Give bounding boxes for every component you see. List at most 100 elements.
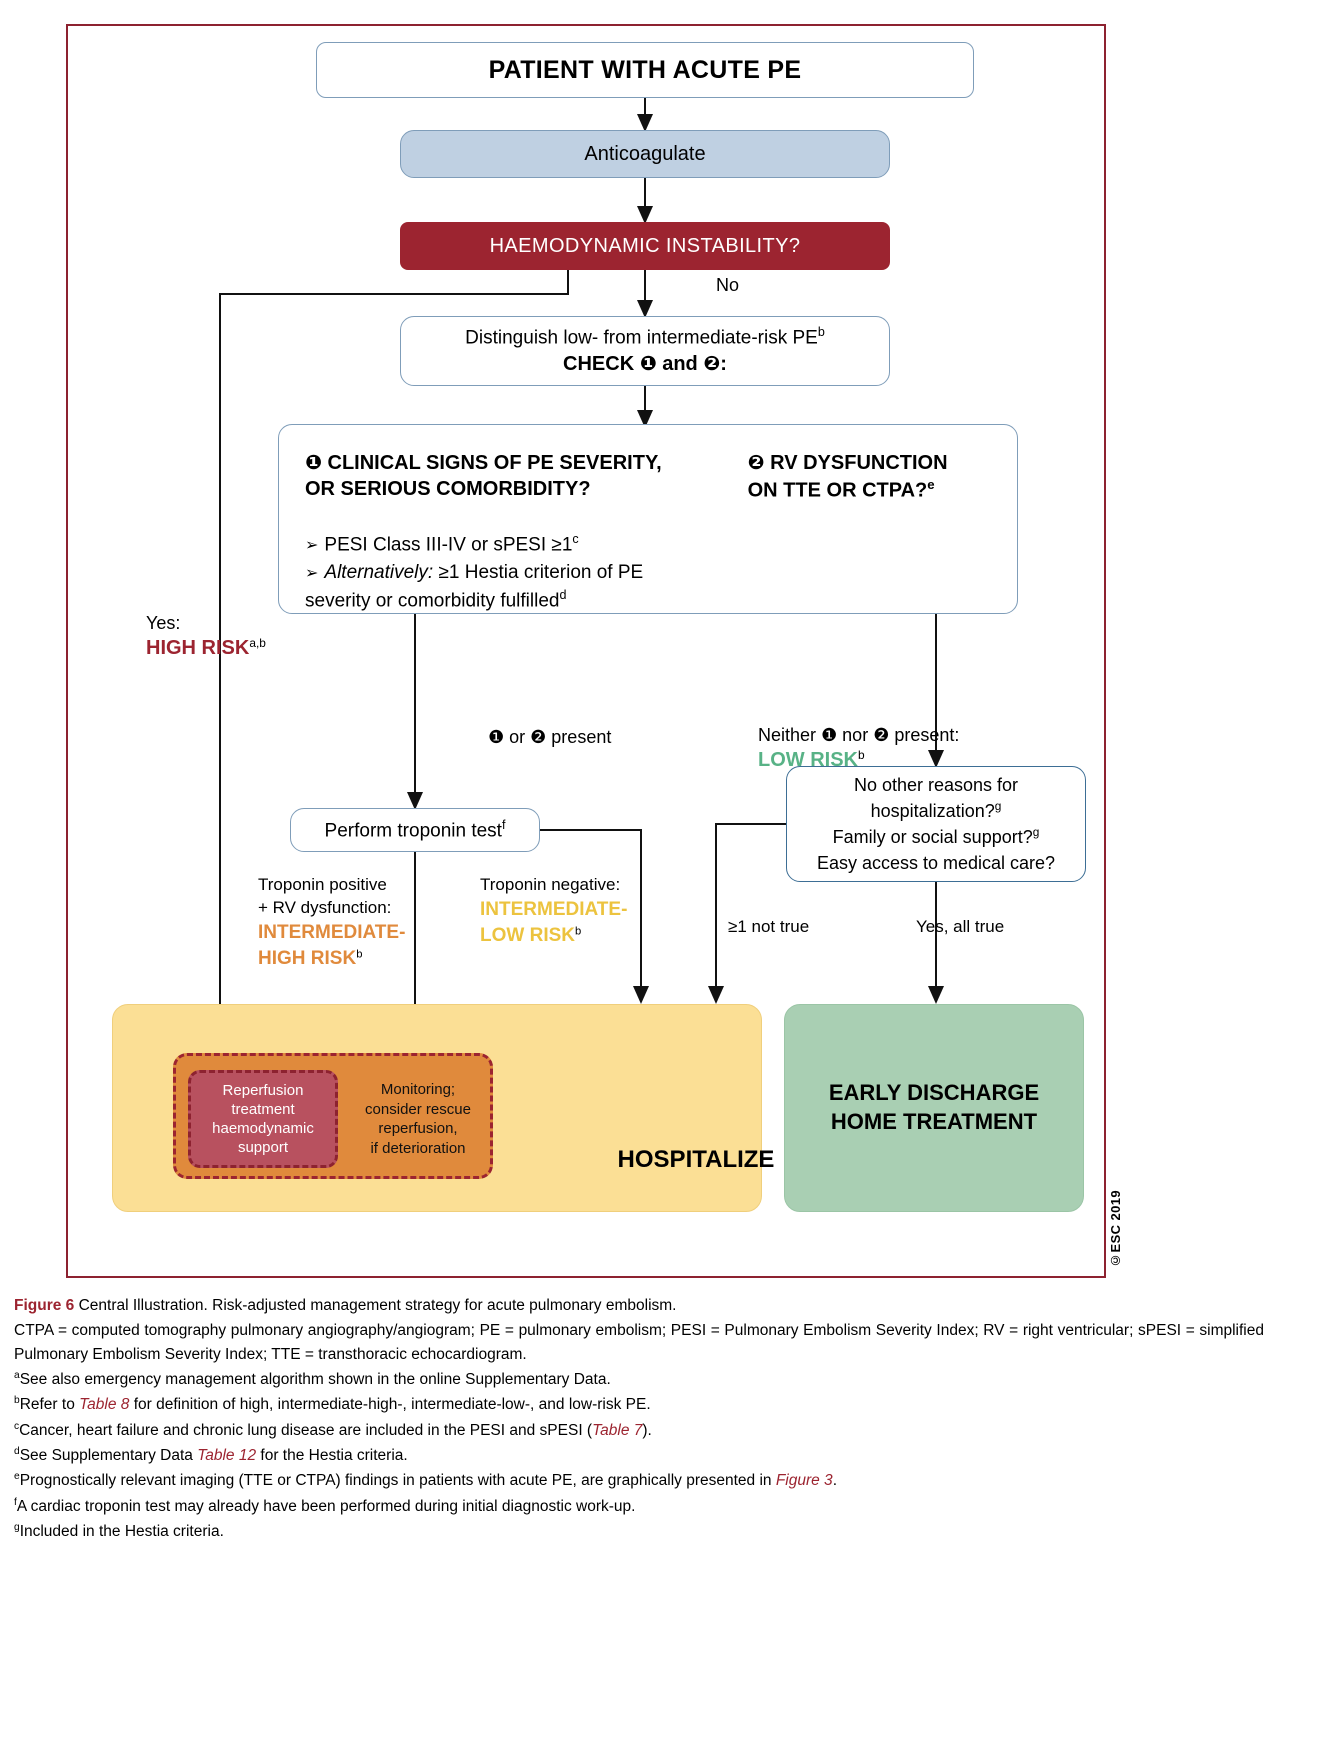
check-conjunction: and	[656, 353, 704, 376]
footnote-f-text: A cardiac troponin test may already have…	[16, 1497, 636, 1515]
outcome-intermediate-group: Reperfusion treatment haemodynamic suppo…	[173, 1053, 774, 1179]
neither-mid: nor	[837, 725, 874, 745]
footnote-g: gIncluded in the Hestia criteria.	[14, 1520, 1264, 1543]
low-risk-superscript: b	[858, 748, 865, 763]
intermediate-high-superscript: b	[356, 947, 363, 960]
bullet-hestia-line2-text: severity or comorbidity fulfilled	[305, 590, 560, 612]
noother-line3-superscript: g	[1032, 825, 1040, 839]
caption-abbreviations: CTPA = computed tomography pulmonary ang…	[14, 1319, 1264, 1366]
caption-abbrev-text: CTPA = computed tomography pulmonary ang…	[14, 1322, 1264, 1363]
footnote-a: aSee also emergency management algorithm…	[14, 1368, 1264, 1391]
flowchart-canvas: PATIENT WITH ACUTE PE Anticoagulate HAEM…	[68, 26, 1108, 1280]
noother-line3: Family or social support?g	[833, 824, 1040, 850]
troponin-label-wrap: Perform troponin testf	[325, 818, 506, 842]
criterion-two: ❷ RV DYSFUNCTION ON TTE OR CTPA?e	[748, 449, 991, 504]
all-true-text: Yes, all true	[916, 917, 1005, 936]
node-check-criteria[interactable]: ❶ CLINICAL SIGNS OF PE SEVERITY, OR SERI…	[278, 424, 1018, 614]
not-true-text: ≥1 not true	[728, 917, 810, 936]
edge-label-all-true: Yes, all true	[916, 916, 1004, 938]
node-no-other-reasons[interactable]: No other reasons for hospitalization?g F…	[786, 766, 1086, 882]
node-distinguish-risk[interactable]: Distinguish low- from intermediate-risk …	[400, 316, 890, 386]
outcome-monitoring: Monitoring; consider rescue reperfusion,…	[348, 1070, 488, 1168]
bullet-hestia-superscript: d	[559, 588, 567, 603]
footnote-c-ref: Table 7	[592, 1421, 643, 1439]
noother-line4-text: Easy access to medical care?	[816, 853, 1056, 874]
trop-pos-l2: + RV dysfunction:	[258, 897, 468, 920]
noother-line2: hospitalization?g	[871, 798, 1002, 824]
intermediate-high-l2-text: HIGH RISK	[258, 947, 357, 969]
high-risk-text: HIGH RISKa,b	[146, 635, 336, 661]
node-haemodynamic-instability[interactable]: HAEMODYNAMIC INSTABILITY?	[400, 222, 890, 270]
criterion-two-line2: ON TTE OR CTPA?	[747, 479, 928, 502]
criterion-one-line2: OR SERIOUS COMORBIDITY?	[305, 478, 591, 500]
intermediate-high-l1-text: INTERMEDIATE-	[258, 921, 406, 943]
footnote-d-post: for the Hestia criteria.	[256, 1447, 408, 1465]
reperfusion-l1: Reperfusion	[222, 1081, 304, 1099]
distinguish-line1-superscript: b	[817, 324, 825, 339]
marker-one-icon: ❶	[639, 351, 657, 376]
distinguish-line2: CHECK ❶ and ❷:	[563, 350, 727, 378]
intermediate-low-l1: INTERMEDIATE-	[480, 897, 670, 923]
footnote-e-pre: Prognostically relevant imaging (TTE or …	[19, 1472, 776, 1490]
edge-label-troponin-positive: Troponin positive + RV dysfunction: INTE…	[258, 874, 468, 971]
intermediate-high-l1: INTERMEDIATE-	[258, 920, 468, 946]
bullet-arrow-icon: ➢	[305, 536, 319, 554]
node-haemodynamic-label: HAEMODYNAMIC INSTABILITY?	[489, 234, 801, 257]
trop-pos-l2-text: + RV dysfunction:	[258, 897, 392, 917]
criterion-two-superscript: e	[927, 477, 935, 492]
bullet-hestia-italic: Alternatively:	[324, 561, 434, 583]
footnote-e-post: .	[832, 1472, 837, 1490]
outcome-early-discharge[interactable]: EARLY DISCHARGE HOME TREATMENT	[784, 1004, 1084, 1212]
footnote-c: cCancer, heart failure and chronic lung …	[14, 1419, 1264, 1442]
monitoring-l2: consider rescue	[365, 1100, 471, 1118]
node-patient-with-acute-pe[interactable]: PATIENT WITH ACUTE PE	[316, 42, 974, 98]
distinguish-line1: Distinguish low- from intermediate-risk …	[465, 324, 825, 351]
marker-one-icon: ❶	[305, 450, 322, 474]
intermediate-low-l2: LOW RISKb	[480, 923, 670, 949]
yes-text: Yes:	[146, 612, 336, 635]
footnote-c-post: ).	[642, 1421, 652, 1439]
neither-end: present:	[889, 725, 960, 745]
trop-neg-l1-text: Troponin negative:	[480, 875, 621, 894]
figure-frame: PATIENT WITH ACUTE PE Anticoagulate HAEM…	[66, 24, 1106, 1278]
footnote-g-text: Included in the Hestia criteria.	[19, 1523, 224, 1541]
intermediate-high-l2: HIGH RISKb	[258, 946, 468, 972]
criterion-one-line1: CLINICAL SIGNS OF PE SEVERITY,	[327, 452, 662, 474]
noother-line2-text: hospitalization?	[870, 800, 995, 821]
edge-label-yes-high-risk: Yes: HIGH RISKa,b	[146, 612, 336, 661]
caption-title-text: Central Illustration. Risk-adjusted mana…	[74, 1297, 677, 1314]
noother-line1: No other reasons for	[854, 772, 1018, 798]
footnote-d-pre: See Supplementary Data	[19, 1447, 198, 1465]
bullet-hestia-text: ≥1 Hestia criterion of PE	[433, 561, 644, 583]
marker-two-icon: ❷	[530, 727, 547, 748]
footnote-b-post: for definition of high, intermediate-hig…	[129, 1396, 651, 1414]
node-anticoagulate-label: Anticoagulate	[584, 142, 706, 165]
noother-line4: Easy access to medical care?	[817, 850, 1055, 876]
esc-copyright-credit: ©ESC 2019	[1108, 1190, 1123, 1268]
reperfusion-l3: haemodynamic	[212, 1120, 314, 1137]
caption-figure-label: Figure 6	[14, 1297, 75, 1314]
node-anticoagulate[interactable]: Anticoagulate	[400, 130, 890, 178]
node-patient-label: PATIENT WITH ACUTE PE	[488, 55, 802, 84]
discharge-l1: EARLY DISCHARGE	[828, 1080, 1040, 1106]
edge-label-not-true: ≥1 not true	[728, 916, 809, 938]
footnote-e: ePrognostically relevant imaging (TTE or…	[14, 1469, 1264, 1492]
esc-credit-text: ©ESC 2019	[1108, 1190, 1123, 1268]
noother-line3-text: Family or social support?	[832, 827, 1033, 847]
footnote-b-pre: Refer to	[19, 1396, 80, 1414]
node-perform-troponin-test[interactable]: Perform troponin testf	[290, 808, 540, 852]
trop-pos-l1-text: Troponin positive	[258, 875, 387, 894]
caption-title-line: Figure 6 Central Illustration. Risk-adju…	[14, 1294, 1264, 1317]
reperfusion-l2: treatment	[231, 1100, 295, 1118]
footnote-d: dSee Supplementary Data Table 12 for the…	[14, 1444, 1264, 1467]
outcome-hospitalize-container[interactable]: Reperfusion treatment haemodynamic suppo…	[112, 1004, 774, 1212]
neither-prefix: Neither	[758, 725, 822, 745]
reperfusion-text: Reperfusion treatment haemodynamic suppo…	[212, 1081, 314, 1158]
edge-label-no: No	[716, 274, 739, 297]
criterion-two-line1: RV DYSFUNCTION	[770, 452, 948, 474]
footnote-b-ref: Table 8	[79, 1396, 130, 1414]
low-risk-label: LOW RISK	[758, 749, 858, 772]
bullet-hestia-line2: severity or comorbidity fulfilledd	[305, 586, 991, 615]
discharge-text: EARLY DISCHARGE HOME TREATMENT	[829, 1079, 1039, 1136]
footnote-d-ref: Table 12	[197, 1447, 257, 1465]
